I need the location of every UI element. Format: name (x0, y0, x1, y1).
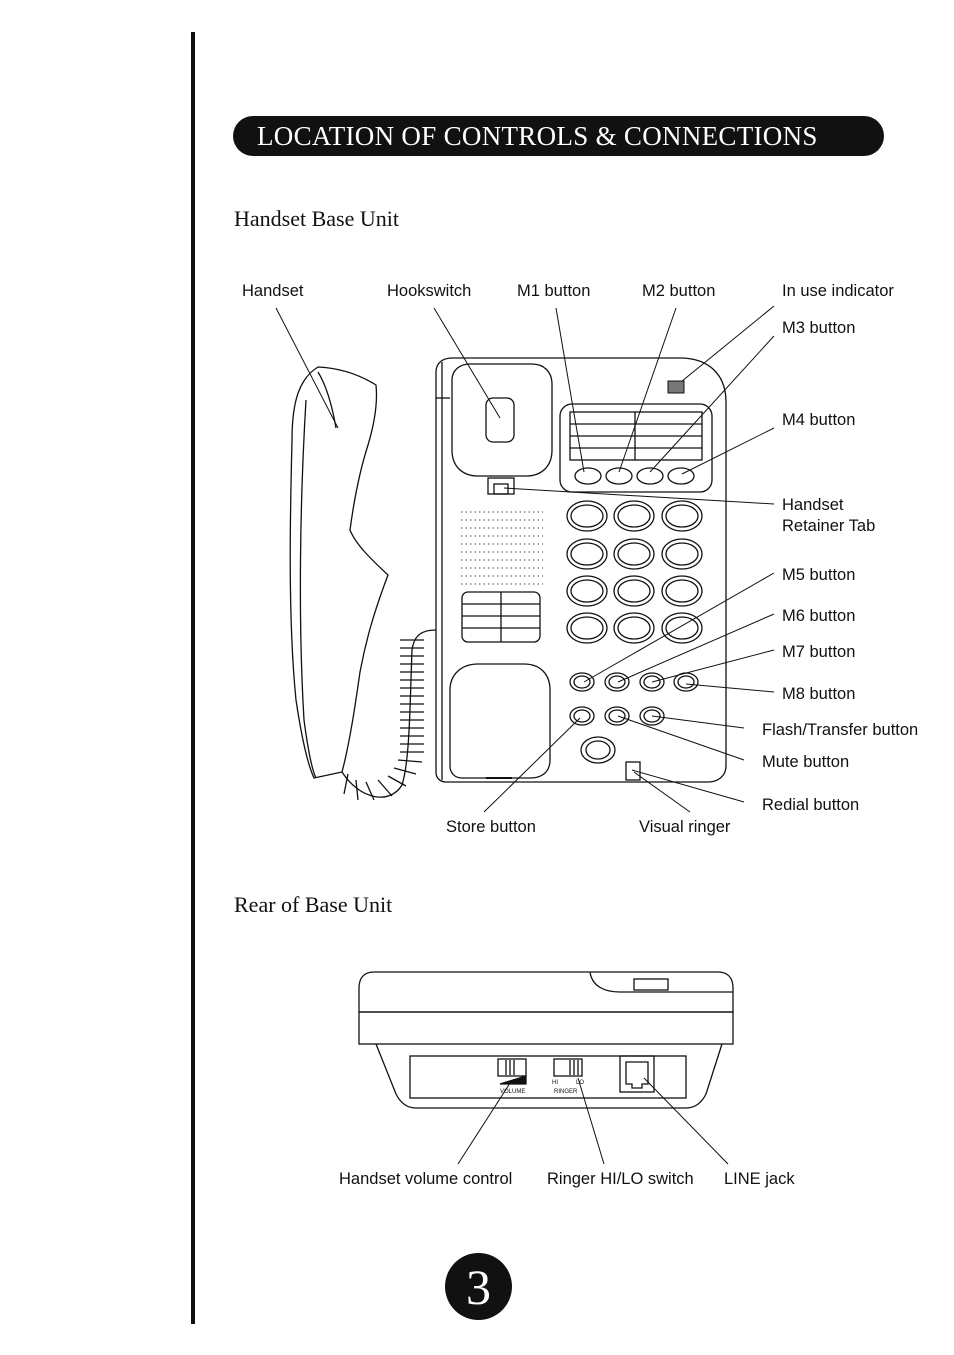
label-volume-control: Handset volume control (339, 1170, 513, 1188)
label-redial-button: Redial button (762, 796, 860, 814)
handset-drawing (289, 366, 389, 779)
volume-mark: VOLUME (500, 1089, 525, 1095)
label-handset: Handset (242, 282, 304, 300)
label-store-button: Store button (446, 818, 536, 836)
m2-button-shape (605, 467, 633, 485)
base-body (435, 357, 727, 783)
page-number-text: 3 (466, 1258, 491, 1315)
page-title: LOCATION OF CONTROLS & CONNECTIONS (257, 120, 818, 151)
coil-cord (341, 629, 437, 801)
label-m8-button: M8 button (782, 685, 856, 703)
title-banner: LOCATION OF CONTROLS & CONNECTIONS (233, 116, 884, 156)
volume-switch (497, 1058, 527, 1077)
ringer-switch (553, 1058, 583, 1077)
m4-button-shape (667, 467, 695, 485)
label-m7-button: M7 button (782, 643, 856, 661)
handset-rest (449, 663, 551, 779)
speaker-grille (461, 511, 543, 585)
keypad (566, 500, 703, 644)
cradle (451, 363, 553, 477)
label-line-jack: LINE jack (724, 1170, 795, 1188)
page-number: 3 (445, 1253, 512, 1320)
label-flash-transfer-button: Flash/Transfer button (762, 721, 919, 739)
in-use-indicator (667, 380, 685, 394)
visual-ringer-lens (625, 761, 641, 781)
line-jack (619, 1055, 655, 1093)
label-m1-button: M1 button (517, 282, 591, 300)
margin-rule (191, 32, 195, 1324)
hi-mark: HI (552, 1080, 558, 1086)
m3-button-shape (636, 467, 664, 485)
label-hookswitch: Hookswitch (387, 282, 472, 300)
label-m3-button: M3 button (782, 319, 856, 337)
m1-button-shape (574, 467, 602, 485)
label-ringer-switch: Ringer HI/LO switch (547, 1170, 694, 1188)
label-visual-ringer: Visual ringer (639, 818, 731, 836)
label-mute-button: Mute button (762, 753, 850, 771)
label-in-use-indicator: In use indicator (782, 282, 894, 300)
label-m5-button: M5 button (782, 566, 856, 584)
rear-base (375, 1043, 723, 1109)
ringer-mark: RINGER (554, 1089, 578, 1095)
label-m4-button: M4 button (782, 411, 856, 429)
label-retainer-tab: Handset Retainer Tab (782, 496, 876, 535)
rear-unit-heading: Rear of Base Unit (234, 892, 393, 917)
label-m2-button: M2 button (642, 282, 716, 300)
label-m6-button: M6 button (782, 607, 856, 625)
leader-lines (275, 305, 775, 813)
hookswitch-plunger (485, 397, 515, 443)
base-unit-heading: Handset Base Unit (234, 206, 399, 231)
lo-mark: LO (576, 1080, 584, 1086)
